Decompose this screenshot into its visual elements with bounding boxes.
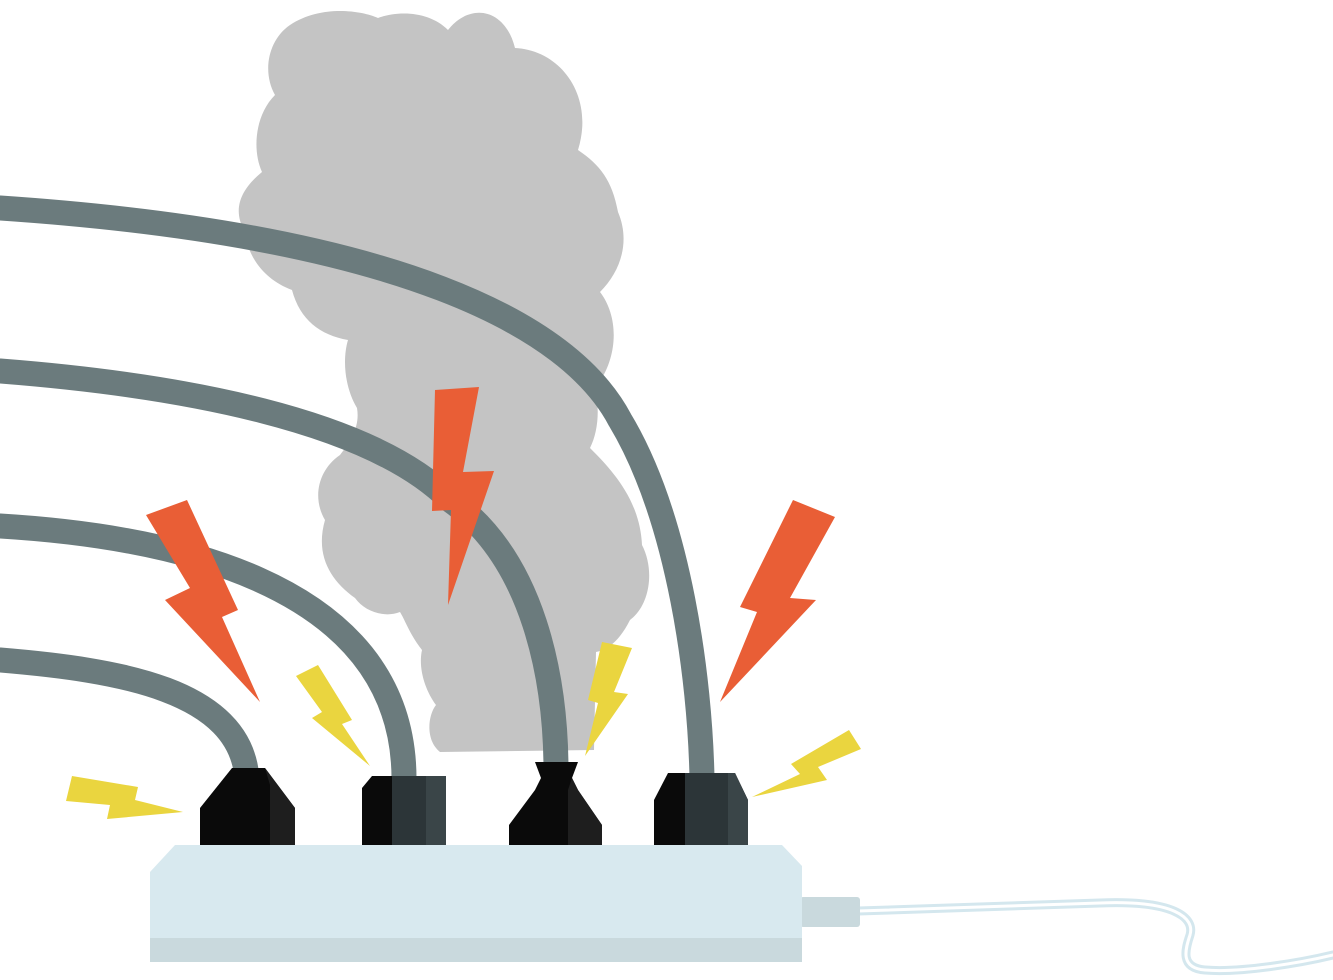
plug-2-mid: [392, 776, 426, 845]
power-strip-cord-collar: [800, 897, 860, 927]
plug-4-side: [728, 773, 748, 845]
power-plug-icon: [654, 773, 748, 845]
cable-4: [0, 195, 715, 791]
lightning-bolt-icon: [296, 665, 370, 766]
plug-2-side: [426, 776, 446, 845]
power-strip-body: [150, 845, 802, 962]
power-plug-icon: [200, 768, 295, 845]
plugs: [200, 762, 748, 845]
power-strip-cord-inner: [856, 901, 1333, 972]
lightning-bolt-icon: [720, 500, 835, 702]
plug-1-side: [265, 768, 295, 845]
power-strip-icon: [150, 845, 1333, 975]
power-strip-cord: [853, 898, 1333, 975]
plug-3-side: [568, 778, 602, 845]
yellow-sparks: [66, 642, 861, 819]
lightning-bolt-icon: [432, 387, 494, 605]
power-plug-icon: [509, 762, 602, 845]
power-strip-base: [150, 938, 802, 962]
lightning-bolt-icon: [66, 776, 183, 819]
smoke-cloud-shape: [238, 10, 650, 753]
lightning-bolt-icon: [585, 642, 632, 756]
red-sparks: [146, 387, 835, 702]
plug-4-mid: [685, 773, 728, 845]
cable-1: [0, 647, 260, 791]
smoke-cloud-icon: [238, 10, 650, 753]
cable-2: [0, 513, 417, 793]
lightning-bolt-icon: [146, 500, 260, 702]
power-plug-icon: [362, 776, 446, 845]
lightning-bolt-icon: [752, 730, 861, 797]
